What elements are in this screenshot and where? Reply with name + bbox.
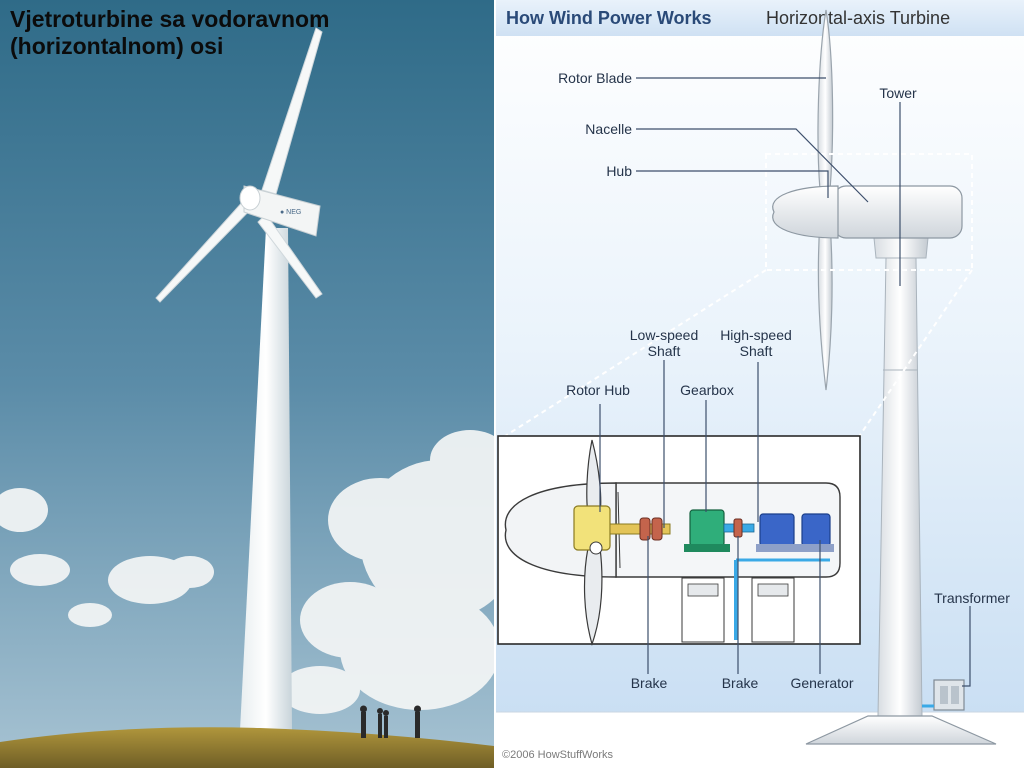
tower <box>805 237 997 745</box>
label-high-speed-shaft-line1: High-speed <box>720 327 792 343</box>
turbine-tower <box>240 228 292 730</box>
label-brake-left: Brake <box>631 675 668 691</box>
nacelle <box>772 185 963 239</box>
hill <box>0 727 494 768</box>
people <box>360 705 421 738</box>
label-transformer: Transformer <box>934 590 1010 606</box>
label-low-speed-shaft-line2: Shaft <box>648 343 681 359</box>
turbine-photo: ● NEG <box>0 0 494 768</box>
turbine-blades <box>155 27 323 303</box>
label-brake-right: Brake <box>722 675 759 691</box>
slide-title: Vjetroturbine sa vodoravnom (horizontaln… <box>10 6 330 59</box>
clouds <box>0 430 494 714</box>
label-tower: Tower <box>879 85 917 101</box>
rotor-blades <box>817 9 834 391</box>
turbine-nacelle: ● NEG <box>239 185 321 237</box>
diagram-canvas: How Wind Power Works Horizontal-axis Tur… <box>496 0 1024 768</box>
wind-power-diagram: How Wind Power Works Horizontal-axis Tur… <box>496 0 1024 768</box>
brake-part-right <box>733 518 743 538</box>
label-rotor-blade: Rotor Blade <box>558 70 632 86</box>
gearbox-part <box>689 509 725 547</box>
diagram-title: How Wind Power Works <box>506 8 712 28</box>
diagram-header <box>496 0 1024 36</box>
svg-text:● NEG: ● NEG <box>280 209 301 216</box>
label-low-speed-shaft-line1: Low-speed <box>630 327 699 343</box>
nacelle-cutaway <box>497 435 861 646</box>
label-generator: Generator <box>790 675 853 691</box>
label-hub: Hub <box>606 163 632 179</box>
diagram-subtitle: Horizontal-axis Turbine <box>766 8 950 28</box>
label-high-speed-shaft-line2: Shaft <box>740 343 773 359</box>
copyright-notice: ©2006 HowStuffWorks <box>502 749 614 761</box>
zoom-region <box>765 153 973 271</box>
label-rotor-hub: Rotor Hub <box>566 382 630 398</box>
transformer <box>922 679 965 711</box>
brake-part-left <box>639 517 651 541</box>
turbine-photo-panel: ● NEG Vjetroturbine sa vodoravnom (horiz… <box>0 0 494 768</box>
label-gearbox: Gearbox <box>680 382 734 398</box>
generator-part <box>759 513 795 547</box>
label-nacelle: Nacelle <box>585 121 632 137</box>
